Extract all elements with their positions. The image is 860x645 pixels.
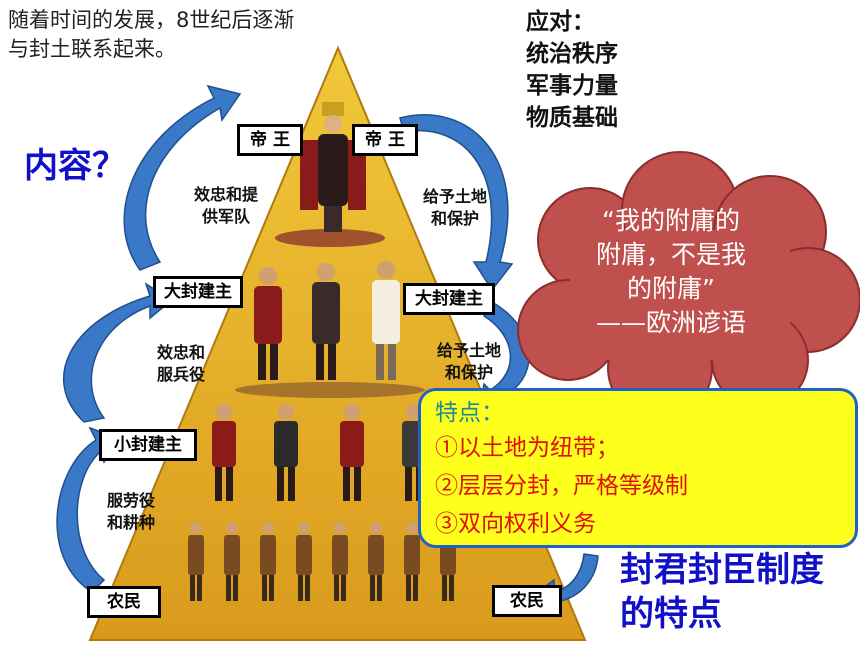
label-king-left: 帝 王 <box>237 124 303 156</box>
feature-item: ③双向权利义务 <box>435 511 596 537</box>
quote-source: ——欧洲谚语 <box>595 308 746 337</box>
response-list: 应对： 统治秩序 军事力量 物质基础 <box>526 6 618 134</box>
feature-item: ②层层分封，严格等级制 <box>435 473 688 499</box>
relation-left-2: 效忠和 服兵役 <box>156 343 205 384</box>
caption-line: 封君封臣制度 <box>620 550 824 590</box>
features-title: 特点： <box>435 400 504 426</box>
label-peasant-right: 农民 <box>492 585 562 617</box>
relation-right-2: 给予土地 和保护 <box>436 341 501 382</box>
quote-text: “我的附庸的 附庸，不是我 的附庸” ——欧洲谚语 <box>536 204 806 340</box>
label-lesser-lord: 小封建主 <box>99 429 197 461</box>
features-box: 特点： ①以土地为纽带； ②层层分封，严格等级制 ③双向权利义务 <box>418 388 858 548</box>
arrow-king-to-great <box>399 114 514 292</box>
king-figure <box>300 102 366 232</box>
response-item: 物质基础 <box>526 105 618 131</box>
response-item: 统治秩序 <box>526 41 618 67</box>
arrow-great-to-king <box>123 84 242 271</box>
feature-item: ①以土地为纽带； <box>435 435 619 461</box>
caption-line: 的特点 <box>620 594 722 634</box>
quote-line: 附庸，不是我 <box>595 240 746 269</box>
relation-left-1: 效忠和提 供军队 <box>193 185 258 226</box>
response-item: 军事力量 <box>526 73 618 99</box>
content-question: 内容？ <box>24 146 126 186</box>
relation-right-1: 给予土地 和保护 <box>422 187 487 228</box>
response-title: 应对： <box>526 9 595 35</box>
label-peasant-left: 农民 <box>87 586 161 618</box>
quote-cloud <box>517 151 860 421</box>
top-note: 随着时间的发展，8世纪后逐渐与封土联系起来。 <box>8 8 295 61</box>
quote-line: 的附庸” <box>627 274 715 303</box>
caption: 封君封臣制度 的特点 <box>620 548 824 636</box>
label-great-lord-left: 大封建主 <box>153 276 243 308</box>
label-great-lord-right: 大封建主 <box>403 283 495 315</box>
peasant-figures <box>188 522 456 601</box>
relation-left-3: 服劳役 和耕种 <box>106 491 155 532</box>
label-king-right: 帝 王 <box>352 124 418 156</box>
great-lord-figures <box>254 261 400 380</box>
quote-line: “我的附庸的 <box>602 206 740 235</box>
